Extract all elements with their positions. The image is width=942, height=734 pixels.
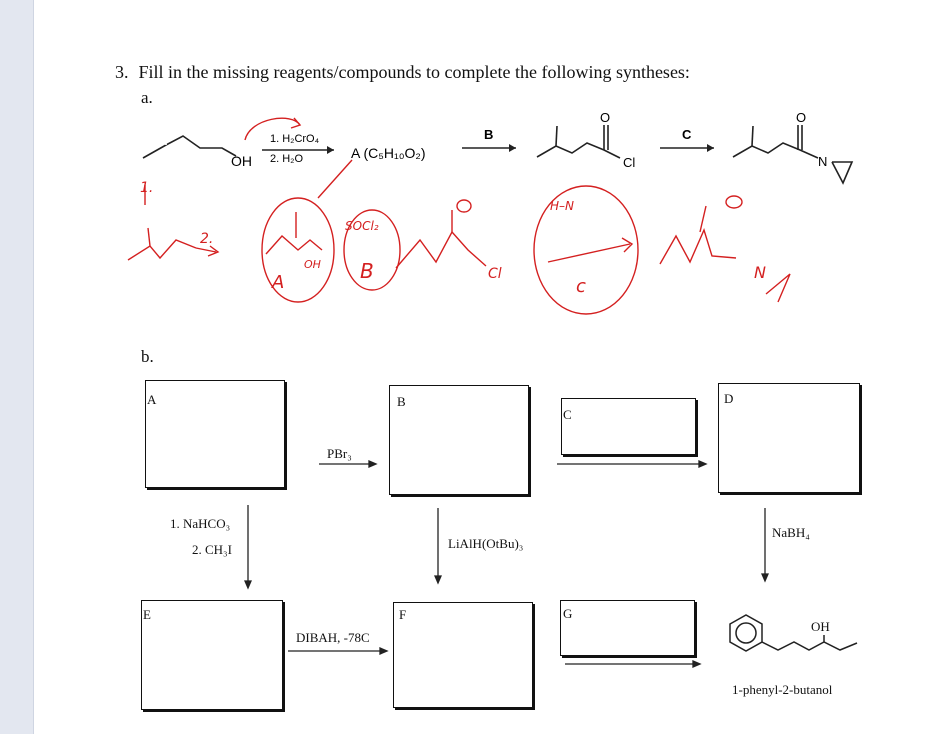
box-a-label: A — [147, 392, 157, 407]
arrow-head — [368, 460, 378, 468]
hand-b: B — [360, 259, 374, 283]
answer-box-d[interactable] — [718, 383, 860, 493]
question-text: Fill in the missing reagents/compounds t… — [138, 62, 690, 82]
product-name: 1-phenyl-2-butanol — [732, 682, 833, 697]
product-oh-label: OH — [811, 619, 830, 634]
reagent-ch3i: 2. CH₃I — [192, 542, 232, 557]
arrow-head — [509, 144, 516, 152]
hand-hn: H–N — [550, 199, 574, 213]
arrow-head — [434, 575, 442, 585]
cl-label: Cl — [623, 155, 635, 170]
answer-box-f[interactable] — [393, 602, 533, 708]
hand-a: A — [271, 272, 284, 293]
answer-box-e[interactable] — [141, 600, 283, 710]
hand-c: c — [576, 276, 586, 297]
arrow-head — [327, 146, 334, 154]
box-c-label: C — [563, 407, 572, 422]
arrow-head — [698, 460, 708, 468]
compound-a-label: A (C₅H₁₀O₂) — [351, 145, 426, 161]
hand-n: N — [754, 263, 766, 282]
question-number: 3. — [115, 62, 129, 82]
arrow-b-label: B — [484, 127, 493, 142]
hand-oh: OH — [304, 258, 321, 271]
box-f-label: F — [399, 607, 407, 622]
hand-step2: 2. — [200, 231, 213, 247]
reagent-pbr3: PBr₃ — [327, 446, 352, 461]
reagent-step1: 1. H₂CrO₄ — [270, 133, 320, 145]
part-a-scheme: OH 1. H₂CrO₄ 2. H₂O A (C₅H₁₀O₂) B O Cl C… — [127, 110, 854, 315]
left-sidebar — [0, 0, 34, 734]
hand-socl2: SOCl₂ — [345, 219, 379, 233]
reagent-step2: 2. H₂O — [270, 153, 303, 165]
part-a-label: a. — [141, 88, 153, 107]
answer-box-b[interactable] — [389, 385, 529, 495]
reagent-lialh: LiAlH(OtBu)₃ — [448, 536, 524, 551]
product-structure — [729, 614, 858, 652]
arrow-head — [244, 580, 252, 590]
oh-label: OH — [231, 153, 252, 169]
arrow-head — [761, 573, 769, 583]
part-b-label: b. — [141, 347, 154, 366]
oxygen-label: O — [600, 110, 610, 125]
answer-box-c[interactable] — [561, 398, 696, 455]
handwritten-text: 1. 2. A OH SOCl₂ B Cl H–N c N — [140, 180, 766, 297]
box-g-label: G — [563, 606, 573, 621]
n-label: N — [818, 154, 827, 169]
starting-material-structure — [142, 118, 237, 159]
hand-cl: Cl — [488, 266, 502, 282]
reagent-nabh4: NaBH₄ — [772, 525, 810, 540]
question-heading: 3. Fill in the missing reagents/compounds… — [115, 62, 690, 83]
box-e-label: E — [143, 607, 151, 622]
answer-box-g[interactable] — [560, 600, 695, 656]
acid-chloride-structure — [536, 125, 621, 159]
reagent-nahco3: 1. NaHCO₃ — [170, 516, 231, 531]
handwritten-annotations — [127, 117, 791, 315]
arrow-head — [692, 660, 702, 668]
arrow-head — [707, 144, 714, 152]
answer-box-a[interactable] — [145, 380, 285, 488]
hand-step1: 1. — [140, 180, 153, 196]
arrow-head — [379, 647, 389, 655]
amide-structure — [732, 125, 854, 185]
reagent-dibah: DIBAH, -78C — [296, 630, 370, 645]
box-d-label: D — [724, 391, 734, 406]
oxygen-label: O — [796, 110, 806, 125]
arrow-c-label: C — [682, 127, 692, 142]
box-b-label: B — [397, 394, 406, 409]
